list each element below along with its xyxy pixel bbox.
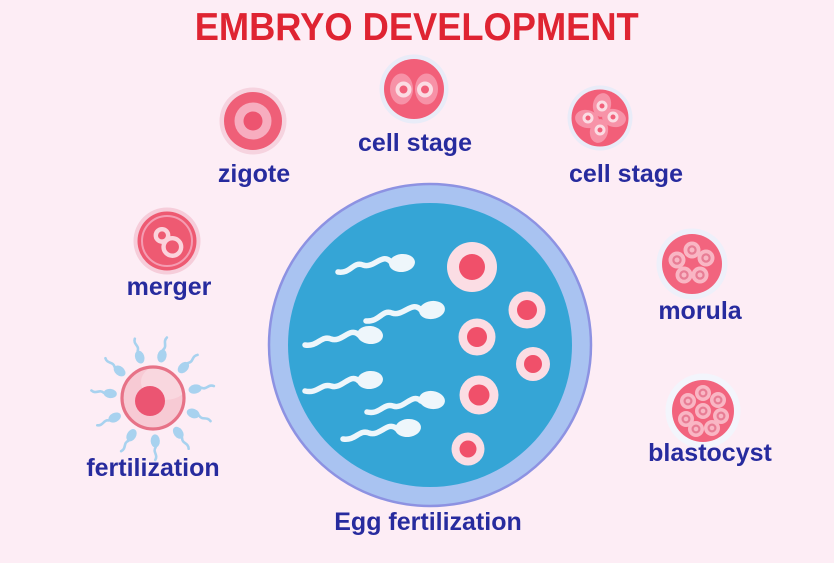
two-cell-stage-icon xyxy=(379,54,449,124)
zygote-cell-icon xyxy=(219,87,287,155)
stage-label-morula: morula xyxy=(658,297,742,325)
stage-label-egg-fertilization: Egg fertilization xyxy=(334,508,522,536)
stage-label-cell-stage-4: cell stage xyxy=(569,160,683,188)
page-title: EMBRYO DEVELOPMENT xyxy=(194,6,640,49)
sperm-group xyxy=(302,253,445,442)
petri-dish-sperm-and-eggs-icon xyxy=(267,182,593,508)
egg-with-sperm-icon xyxy=(89,335,216,462)
stage-label-blastocyst: blastocyst xyxy=(648,439,772,467)
four-cell-stage-icon xyxy=(567,85,633,151)
blastocyst-cell-icon xyxy=(665,373,741,449)
egg-cells xyxy=(447,242,550,466)
stage-label-merger: merger xyxy=(126,273,212,301)
stage-label-cell-stage-2: cell stage xyxy=(358,129,472,157)
morula-cell-icon xyxy=(656,228,728,300)
stage-label-zygote: zigote xyxy=(217,160,291,188)
merger-cell-icon xyxy=(133,207,201,275)
stage-label-fertilization: fertilization xyxy=(86,454,220,482)
